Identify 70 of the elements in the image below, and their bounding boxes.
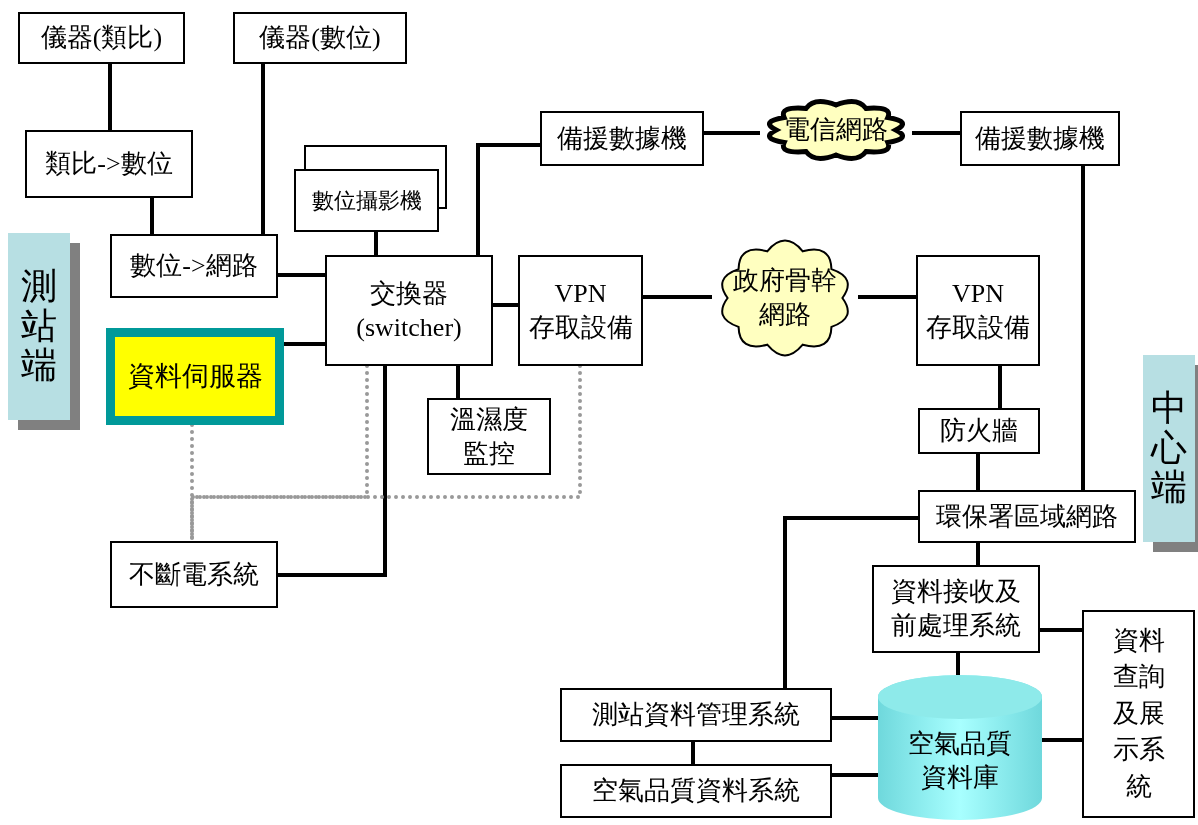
- process-box: [560, 764, 832, 818]
- connector-line: [691, 742, 695, 764]
- database-cylinder: [878, 675, 1042, 820]
- process-box: [18, 12, 185, 64]
- connector-line: [456, 366, 460, 398]
- connector-line: [956, 653, 960, 675]
- process-box: [960, 111, 1120, 166]
- process-box: [518, 255, 643, 366]
- process-box: [1082, 610, 1195, 818]
- connector-line: [976, 543, 980, 565]
- process-box: [427, 398, 551, 475]
- node-label: 電信網路: [784, 114, 888, 147]
- connector-line: [976, 454, 980, 490]
- connector-line: [1040, 628, 1082, 632]
- connector-line: [858, 295, 916, 299]
- process-box: [560, 688, 832, 742]
- node-label: 溫濕度監控: [450, 403, 528, 470]
- connector-line: [493, 303, 518, 307]
- connector-line: [998, 366, 1002, 408]
- node-label: 環保署區域網路: [936, 500, 1118, 533]
- node-label: 測站端: [21, 267, 57, 386]
- process-box: [916, 255, 1040, 366]
- connector-line: [704, 131, 760, 135]
- connector-line: [261, 64, 265, 234]
- node-label: 資料查詢及展示系統: [1112, 625, 1165, 803]
- node-label: 數位->網路: [130, 250, 258, 283]
- node-label: VPN 存取設備: [926, 277, 1030, 344]
- connector-line: [374, 232, 378, 255]
- node-label: 儀器(類比): [40, 22, 163, 55]
- connector-line: [832, 773, 878, 777]
- stacked-box: [294, 145, 447, 232]
- process-box: [25, 130, 193, 198]
- process-box: [110, 234, 278, 298]
- connector-line: [643, 295, 712, 299]
- node-label: 政府骨幹網路: [733, 265, 837, 331]
- dotted-connector: [190, 364, 582, 543]
- connector-line: [284, 342, 325, 346]
- connector-line: [476, 143, 540, 255]
- process-box: [325, 255, 493, 366]
- process-box: [918, 490, 1136, 543]
- node-label: 類比->數位: [45, 148, 173, 181]
- connector-line: [1042, 738, 1082, 742]
- node-label: VPN 存取設備: [528, 277, 633, 344]
- process-box: [540, 111, 704, 166]
- process-box: [872, 565, 1040, 653]
- connector-line: [1081, 166, 1085, 490]
- node-label: 儀器(數位): [259, 22, 381, 55]
- process-box: [918, 408, 1040, 454]
- node-label: 資料接收及前處理系統: [891, 576, 1021, 642]
- server-box: [106, 328, 284, 425]
- node-label: 空氣品質資料系統: [592, 775, 800, 808]
- connector-line: [108, 64, 112, 130]
- node-label: 備援數據機: [975, 122, 1105, 155]
- connector-line: [278, 273, 325, 277]
- node-label: 空氣品質資料庫: [908, 728, 1012, 794]
- node-label: 不斷電系統: [129, 558, 259, 591]
- connector-line: [150, 198, 154, 234]
- connector-line: [278, 366, 387, 577]
- node-label: 交換器 (switcher): [355, 277, 463, 344]
- node-label: 中心端: [1151, 389, 1187, 508]
- connector-line: [783, 516, 918, 688]
- node-label: 測站資料管理系統: [592, 699, 800, 732]
- connector-line: [832, 716, 878, 720]
- node-label: 備援數據機: [557, 122, 687, 155]
- node-label: 數位攝影機: [311, 186, 422, 215]
- process-box: [110, 541, 278, 608]
- process-box: [233, 12, 407, 64]
- connector-line: [912, 131, 960, 135]
- node-label: 防火牆: [940, 415, 1018, 448]
- node-label: 資料伺服器: [127, 359, 263, 393]
